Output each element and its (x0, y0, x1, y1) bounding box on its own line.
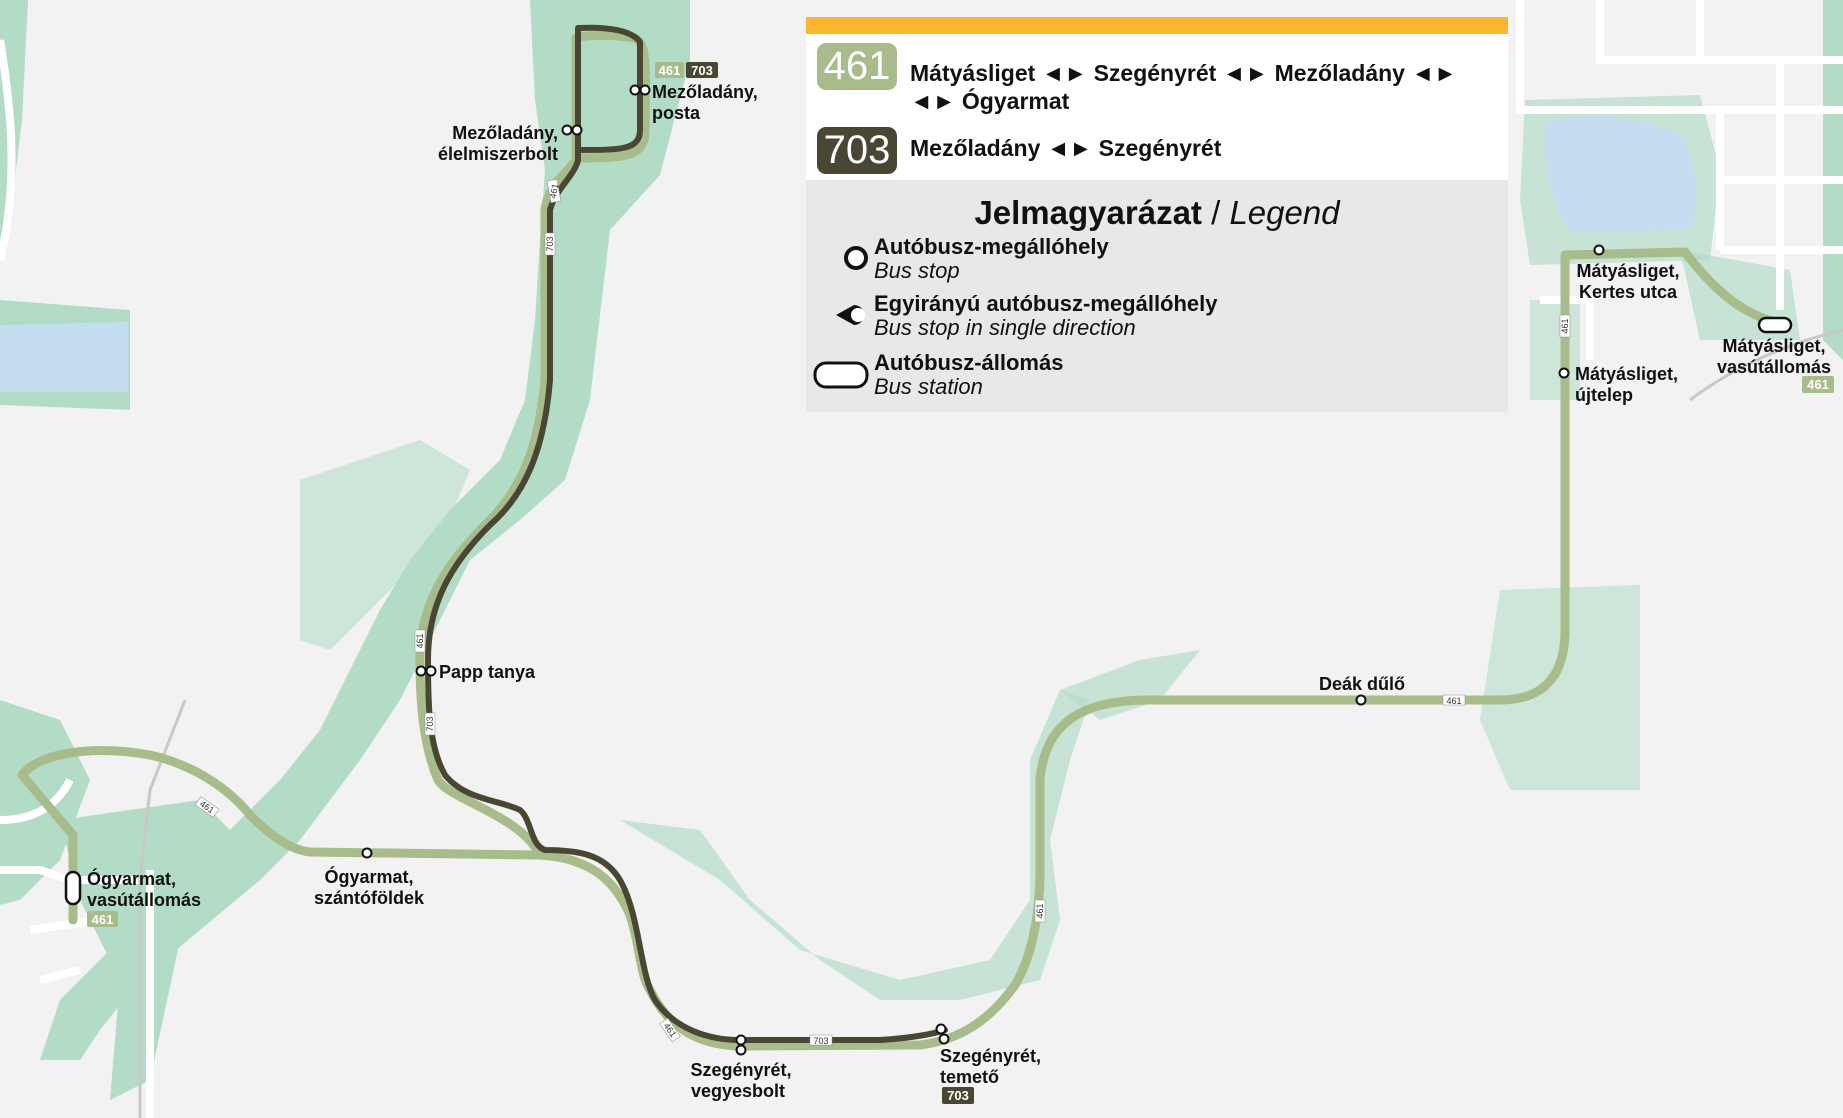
legend-title: Jelmagyarázat / Legend (974, 194, 1340, 231)
label-mezoladany-elelmiszerbolt-1: Mezőladány, (452, 123, 558, 143)
label-mezoladany-posta-2: posta (652, 103, 701, 123)
legend-item-bus-stop: Autóbusz-megállóhely Bus stop (874, 235, 1109, 283)
route-line-tags: 461 703 461 703 461 461 703 461 461 461 (194, 179, 1571, 1046)
label-ogyarmat-vasutallomas-1: Ógyarmat, (87, 868, 176, 889)
label-matyasliget-vasutallomas-2: vasútállomás (1717, 357, 1831, 377)
label-szegenyret-temeto-2: temető (940, 1067, 999, 1087)
stop-marker-temeto-a[interactable] (935, 1023, 947, 1035)
svg-text:703: 703 (545, 236, 555, 251)
tag-703-c: 703 (809, 1034, 833, 1046)
svg-text:461: 461 (1446, 696, 1461, 706)
legend-item-single-direction: Egyirányú autóbusz-megállóhely Bus stop … (874, 292, 1218, 340)
railway-lines (138, 328, 1843, 1118)
header-bar (806, 17, 1508, 34)
route-461-line (17, 30, 1785, 1051)
label-deak-dulo: Deák dűlő (1319, 674, 1405, 694)
svg-text:461: 461 (659, 63, 681, 78)
svg-text:461: 461 (415, 633, 425, 648)
label-mezoladany-elelmiszerbolt-2: élelmiszerbolt (438, 144, 558, 164)
tag-703-a: 703 (544, 232, 556, 256)
label-szegenyret-temeto-1: Szegényrét, (940, 1046, 1041, 1066)
tag-461-g: 461 (1559, 314, 1571, 338)
stop-labels: Mezőladány, posta Mezőladány, élelmiszer… (87, 82, 1831, 1101)
svg-text:461: 461 (92, 912, 114, 927)
label-ogyarmat-vasutallomas-2: vasútállomás (87, 890, 201, 910)
tag-badge-posta-461: 461 (655, 62, 684, 78)
stop-markers (361, 84, 1605, 1056)
stop-marker-elelmiszerbolt-b[interactable] (571, 124, 583, 136)
legend-panel: Jelmagyarázat / Legend Autóbusz-megállóh… (806, 180, 1508, 412)
label-szegenyret-vegyesbolt-2: vegyesbolt (691, 1081, 785, 1101)
bus-station-icon (813, 361, 869, 389)
legend-item-single-direction-label-en: Bus stop in single direction (874, 315, 1136, 340)
route-461-description-line1: Mátyásliget ◄► Szegényrét ◄► Mezőladány … (910, 60, 1457, 86)
svg-text:703: 703 (947, 1088, 969, 1103)
legend-item-bus-stop-label: Autóbusz-megállóhely (874, 234, 1109, 259)
stop-marker-szantofoldek[interactable] (361, 847, 373, 859)
tag-461-b: 461 (414, 629, 426, 653)
label-matyasliget-ujtelep-2: újtelep (1575, 385, 1633, 405)
svg-text:461: 461 (1560, 318, 1570, 333)
tag-703-b: 703 (424, 712, 436, 736)
legend-item-bus-station-label: Autóbusz-állomás (874, 350, 1064, 375)
svg-text:461: 461 (1035, 903, 1045, 918)
label-matyasliget-ujtelep-1: Mátyásliget, (1575, 364, 1678, 384)
label-matyasliget-kertes-2: Kertes utca (1579, 282, 1678, 302)
station-ogyarmat[interactable] (64, 870, 82, 906)
tag-461-e: 461 (1034, 899, 1046, 923)
legend-item-bus-stop-label-en: Bus stop (874, 258, 960, 283)
label-ogyarmat-szantofoldek-1: Ógyarmat, (324, 866, 413, 887)
legend-item-single-direction-label: Egyirányú autóbusz-megállóhely (874, 291, 1218, 316)
label-papp-tanya: Papp tanya (439, 662, 536, 682)
label-szegenyret-vegyesbolt-1: Szegényrét, (690, 1060, 791, 1080)
water-layer (0, 116, 1697, 392)
label-ogyarmat-szantofoldek-2: szántóföldek (314, 888, 425, 908)
tag-badge-posta-703: 703 (686, 62, 718, 78)
stop-marker-posta-b[interactable] (639, 84, 651, 96)
svg-text:461: 461 (1807, 377, 1829, 392)
stop-marker-kertes[interactable] (1593, 244, 1605, 256)
route-703-line (425, 24, 948, 1043)
stop-marker-elelmiszerbolt-a[interactable] (561, 124, 573, 136)
stations (64, 316, 1793, 906)
station-matyasliget[interactable] (1757, 316, 1793, 334)
route-703-badge[interactable]: 703 (817, 127, 897, 174)
label-mezoladany-posta-1: Mezőladány, (652, 82, 758, 102)
legend-item-bus-station: Autóbusz-állomás Bus station (874, 351, 1063, 399)
stop-marker-vegyesbolt-b[interactable] (735, 1044, 747, 1056)
svg-text:461: 461 (548, 183, 560, 200)
tag-461-f: 461 (1442, 694, 1466, 706)
stop-marker-temeto-b[interactable] (938, 1033, 950, 1045)
tag-badge-matyasliget-461: 461 (1802, 376, 1834, 393)
tag-badge-temeto-703: 703 (942, 1087, 974, 1104)
bus-stop-icon (844, 246, 868, 270)
stop-marker-ujtelep[interactable] (1558, 367, 1570, 379)
svg-text:703: 703 (691, 63, 713, 78)
stop-marker-papp-b[interactable] (425, 665, 437, 677)
label-matyasliget-vasutallomas-1: Mátyásliget, (1722, 336, 1825, 356)
stop-marker-vegyesbolt-a[interactable] (735, 1034, 747, 1046)
label-matyasliget-kertes-1: Mátyásliget, (1576, 261, 1679, 281)
route-461-badge[interactable]: 461 (817, 43, 897, 90)
routes-panel: 461 Mátyásliget ◄► Szegényrét ◄► Mezőlad… (806, 34, 1508, 197)
route-tag-badges: 461 703 461 703 461 (87, 62, 1834, 1104)
route-703-description: Mezőladány ◄► Szegényrét (910, 135, 1222, 161)
stop-marker-posta-a[interactable] (629, 84, 641, 96)
tag-461-a: 461 (546, 179, 562, 203)
single-direction-stop-icon (836, 305, 865, 325)
legend-item-bus-station-label-en: Bus station (874, 374, 983, 399)
svg-text:703: 703 (813, 1036, 828, 1046)
route-461-description-line2: ◄► Ógyarmat (910, 88, 1070, 114)
stop-marker-papp-a[interactable] (415, 665, 427, 677)
tag-badge-ogyarmat-461: 461 (87, 911, 118, 927)
info-panel: 461 Mátyásliget ◄► Szegényrét ◄► Mezőlad… (806, 17, 1508, 412)
stop-marker-deak[interactable] (1355, 694, 1367, 706)
svg-text:703: 703 (425, 716, 435, 731)
